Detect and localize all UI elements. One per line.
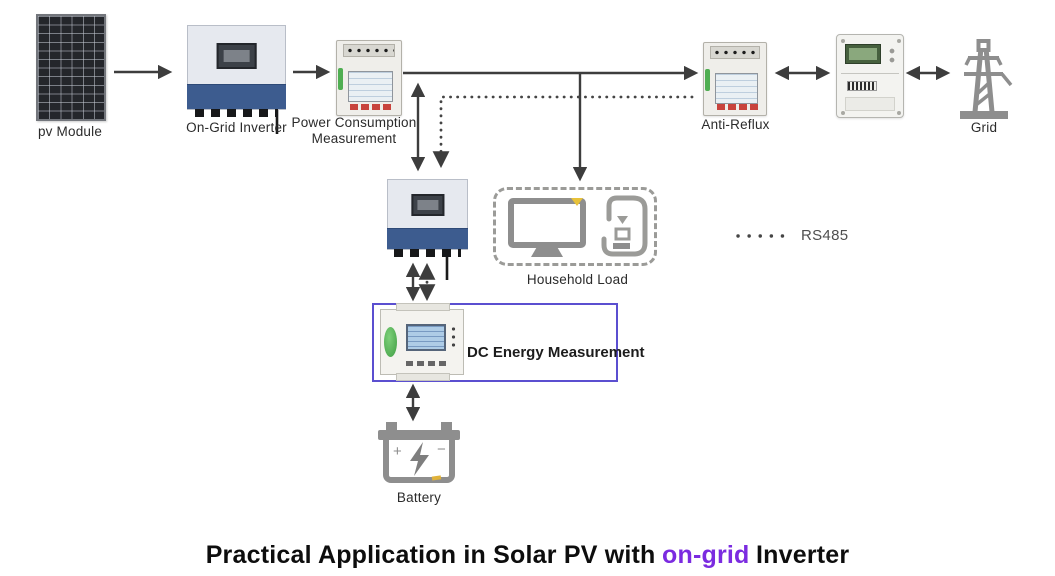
dc-energy-meter-icon — [380, 303, 464, 381]
meter-terminal-block — [343, 44, 395, 57]
meter-screws — [841, 39, 845, 43]
title-text-after: Inverter — [756, 541, 850, 569]
meter-buttons — [451, 326, 456, 350]
meter-markings — [406, 361, 446, 366]
anti-reflux-meter-icon — [703, 42, 767, 116]
meter-lcd — [406, 324, 446, 351]
transmission-tower-icon — [960, 39, 1013, 119]
power-consumption-label-line2: Measurement — [311, 130, 397, 146]
hybrid-inverter-icon — [387, 179, 468, 257]
meter-barcode — [847, 81, 877, 91]
power-consumption-meter-icon — [336, 40, 402, 116]
inverter-display — [410, 193, 445, 216]
meter-buttons — [717, 104, 761, 110]
anti-reflux-label: Anti-Reflux — [701, 117, 770, 132]
meter-buttons — [350, 104, 394, 110]
dc-energy-measurement-label: DC Energy Measurement — [467, 344, 645, 361]
battery-icon: + − — [378, 422, 460, 483]
inverter-terminals — [194, 109, 279, 117]
household-load-box — [493, 187, 657, 266]
pv-module-label: pv Module — [37, 124, 103, 139]
dc-energy-measurement-box — [372, 303, 618, 382]
inverter-blue-band — [387, 228, 468, 249]
meter-divider — [841, 73, 899, 74]
household-load-label: Household Load — [526, 272, 629, 287]
meter-green-stripe — [705, 68, 710, 91]
meter-buttons — [889, 47, 895, 65]
meter-lcd — [715, 73, 758, 104]
on-grid-inverter-label: On-Grid Inverter — [186, 120, 287, 135]
power-consumption-label-line1: Power Consumption — [291, 115, 417, 130]
battery-label: Battery — [396, 490, 442, 505]
svg-text:−: − — [437, 441, 446, 458]
svg-text:+: + — [393, 443, 402, 460]
solar-panel-icon — [36, 14, 106, 121]
meter-green-indicator — [384, 327, 397, 357]
title-text-before: Practical Application in Solar PV with — [205, 541, 656, 569]
meter-terminal-cover — [845, 97, 895, 111]
inverter-terminals — [393, 249, 462, 257]
title-highlight: on-grid — [662, 541, 750, 569]
inverter-blue-band — [187, 84, 286, 109]
rs485-legend-label: RS485 — [801, 227, 849, 244]
grid-label: Grid — [970, 120, 998, 135]
power-consumption-label: Power Consumption Measurement — [286, 115, 422, 146]
meter-lcd — [845, 44, 881, 64]
rs485-dotted-anti-reflux-to-hybrid-inverter — [432, 95, 694, 169]
meter-green-stripe — [338, 67, 343, 90]
utility-energy-meter-icon — [836, 34, 904, 118]
meter-terminal-block — [710, 46, 760, 59]
coffee-machine-icon — [601, 195, 648, 257]
inverter-display — [216, 42, 257, 70]
computer-monitor-icon — [508, 198, 586, 257]
meter-lcd — [348, 71, 393, 102]
on-grid-inverter-icon — [187, 25, 286, 117]
